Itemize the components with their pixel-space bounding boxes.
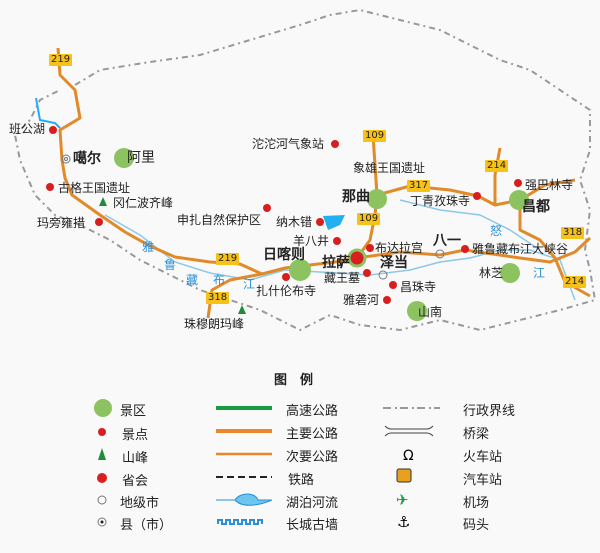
river-label: 江 (533, 266, 546, 280)
legend-peak-icon (98, 448, 106, 460)
place-label: 扎什伦布寺 (256, 284, 317, 298)
road-shield-219: 219 (49, 54, 73, 66)
place-label: 沱沱河气象站 (252, 137, 325, 151)
city-markers (61, 154, 445, 280)
place-label: 珠穆朗玛峰 (184, 317, 245, 331)
place-label: 八一 (433, 233, 461, 249)
legend-label: 机场 (463, 496, 490, 511)
place-label: 象雄王国遗址 (353, 161, 426, 175)
legend-anchor-icon: ⚓ (397, 513, 410, 531)
legend-label: 景区 (120, 404, 147, 419)
river-label: 怒 (490, 224, 503, 238)
road-shield-317: 317 (407, 180, 431, 192)
legend-capital-icon (97, 473, 107, 483)
place-label: 强巴林寺 (525, 178, 574, 192)
legend-label: 地级市 (120, 496, 160, 511)
legend-bus-icon (396, 468, 412, 483)
place-label: 羊八井 (293, 234, 330, 248)
road-shield-214: 214 (485, 160, 509, 172)
road-shield-219: 219 (216, 253, 240, 265)
place-label: 玛旁雍措 (37, 216, 86, 230)
road-shield-109: 109 (357, 213, 381, 225)
place-label: 丁青孜珠寺 (410, 194, 471, 208)
road-shield-318: 318 (561, 227, 585, 239)
legend-bridge-icon (384, 425, 434, 437)
spot-markers (46, 126, 522, 304)
legend-title: 图 例 (274, 373, 314, 388)
place-label: 昌珠寺 (400, 280, 437, 294)
legend-label: 山峰 (122, 451, 149, 466)
legend-wall-icon (217, 519, 263, 525)
legend-label: 省会 (122, 474, 149, 489)
legend-airport-icon: ✈ (396, 491, 409, 509)
legend-spot-icon (98, 428, 106, 436)
legend-label: 次要公路 (286, 450, 339, 465)
legend-label: 汽车站 (463, 473, 503, 488)
place-label: 纳木错 (276, 215, 313, 229)
legend-prefecture-icon (97, 495, 107, 505)
road-shield-214: 214 (563, 276, 587, 288)
legend-label: 主要公路 (286, 427, 339, 442)
capital-star-marker (347, 248, 367, 268)
river-label: 藏 (186, 273, 199, 287)
legend-train-icon: Ω (403, 448, 414, 464)
place-label: 冈仁波齐峰 (113, 196, 174, 210)
legend-label: 火车站 (463, 450, 503, 465)
place-label: 林芝 (479, 266, 504, 280)
place-label: 日喀则 (263, 247, 305, 263)
place-label: 布达拉宫 (375, 241, 424, 255)
bangong-river (35, 97, 61, 129)
place-label: 申扎自然保护区 (177, 213, 262, 227)
place-label: 雅砻河 (343, 293, 380, 307)
scenic-areas (114, 148, 529, 321)
legend-label: 码头 (463, 518, 490, 533)
place-label: 噶尔 (73, 151, 101, 167)
legend-scenic-icon (94, 399, 112, 417)
boundary-line (13, 8, 597, 332)
legend-county-icon (97, 517, 107, 527)
legend-label: 高速公路 (286, 404, 339, 419)
place-label: 藏王墓 (324, 271, 361, 285)
place-label: 古格王国遗址 (58, 181, 131, 195)
road-shield-109: 109 (363, 130, 387, 142)
legend-label: 桥梁 (463, 427, 490, 442)
place-label: 阿里 (127, 150, 155, 166)
river-label: 雅 (142, 240, 155, 254)
place-label: 班公湖 (9, 122, 46, 136)
namtso-lake (323, 215, 345, 230)
legend-label: 行政界线 (463, 404, 516, 419)
place-label: 泽当 (380, 255, 408, 271)
legend-label: 景点 (122, 428, 149, 443)
road-shield-318: 318 (206, 292, 230, 304)
legend-label: 长城古墙 (286, 518, 339, 533)
river-label: 鲁 (164, 258, 177, 272)
nu-river (399, 199, 541, 251)
legend-label: 县（市） (120, 518, 173, 533)
peak-markers (99, 197, 246, 314)
place-label: 拉萨 (322, 255, 350, 271)
place-label: 昌都 (522, 199, 550, 215)
legend-label: 铁路 (288, 473, 315, 488)
place-label: 山南 (418, 305, 443, 319)
place-label: 那曲 (342, 189, 370, 205)
legend-label: 湖泊河流 (286, 496, 339, 511)
place-label: 雅鲁藏布江大峡谷 (472, 242, 569, 256)
river-label: 江 (243, 277, 256, 291)
legend-lake-icon (216, 493, 273, 506)
river-label: 布 (213, 273, 226, 287)
